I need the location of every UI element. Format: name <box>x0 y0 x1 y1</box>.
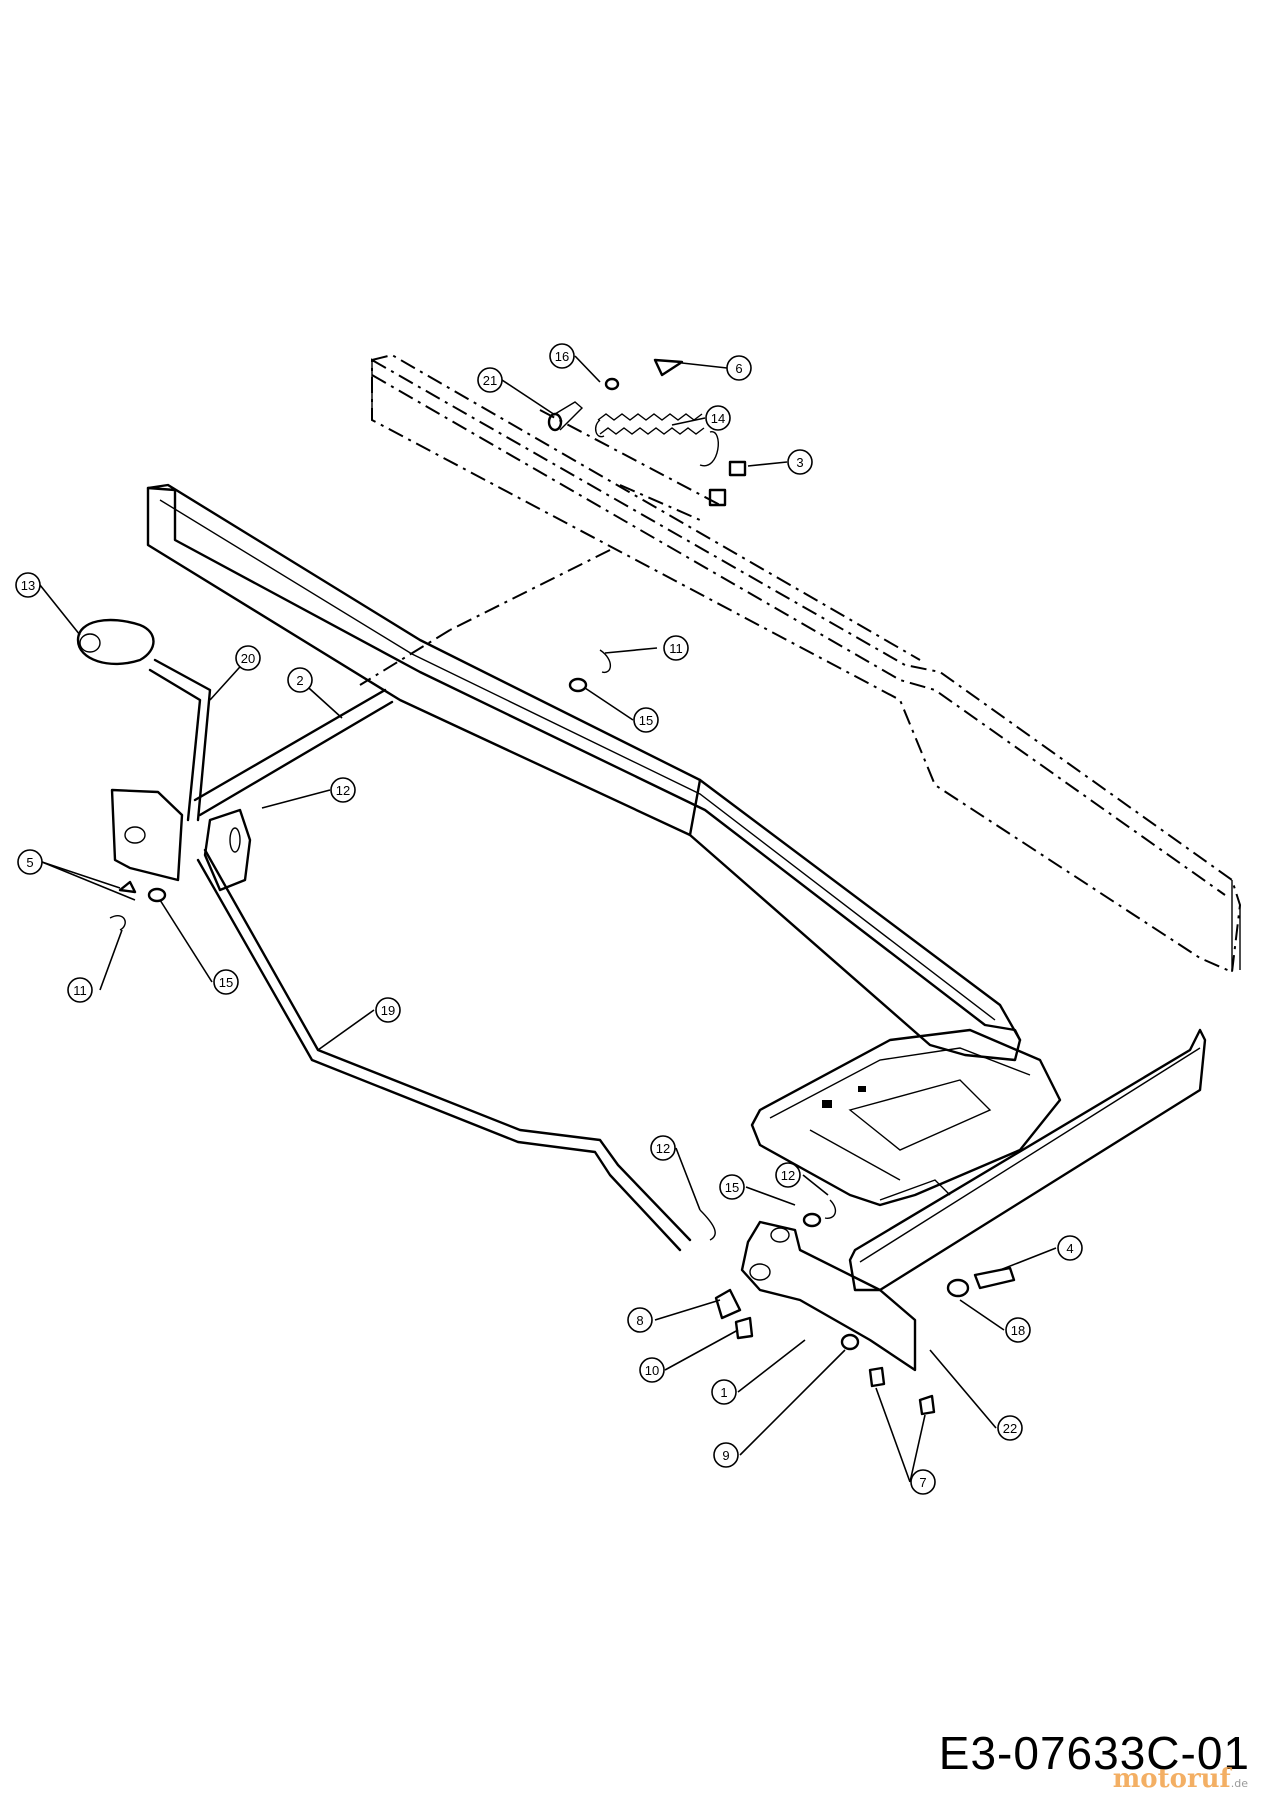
svg-text:4: 4 <box>1066 1241 1073 1256</box>
svg-text:12: 12 <box>656 1141 670 1156</box>
callout-8: 8 <box>627 1307 653 1333</box>
callout-19: 19 <box>375 997 401 1023</box>
callout-11b: 11 <box>67 977 93 1003</box>
callout-11a: 11 <box>663 635 689 661</box>
callout-18: 18 <box>1005 1317 1031 1343</box>
callout-21: 21 <box>477 367 503 393</box>
callout-20: 20 <box>235 645 261 671</box>
callout-10: 10 <box>639 1357 665 1383</box>
svg-text:13: 13 <box>21 578 35 593</box>
handle-20 <box>148 658 212 822</box>
callout-5: 5 <box>17 849 43 875</box>
callout-13: 13 <box>15 572 41 598</box>
callout-14: 14 <box>705 405 731 431</box>
spring-14 <box>594 413 719 467</box>
svg-text:6: 6 <box>735 361 742 376</box>
drawing-code: E3-07633C-01 <box>938 1727 1250 1779</box>
callout-6: 6 <box>726 355 752 381</box>
svg-text:3: 3 <box>796 455 803 470</box>
callout-12b: 12 <box>650 1135 676 1161</box>
svg-text:12: 12 <box>336 783 350 798</box>
callout-1: 1 <box>711 1379 737 1405</box>
bracket-left <box>110 788 252 892</box>
svg-text:11: 11 <box>669 641 683 656</box>
callout-15a: 15 <box>633 707 659 733</box>
svg-text:2: 2 <box>296 673 303 688</box>
callout-4: 4 <box>1057 1235 1083 1261</box>
small-hardware <box>109 358 1016 1416</box>
svg-text:22: 22 <box>1003 1421 1017 1436</box>
svg-text:12: 12 <box>781 1168 795 1183</box>
callout-3: 3 <box>787 449 813 475</box>
callout-15b: 15 <box>213 969 239 995</box>
callout-12a: 12 <box>330 777 356 803</box>
foot-plate-and-cross-rail <box>750 1028 1207 1292</box>
svg-text:11: 11 <box>73 983 87 998</box>
svg-text:9: 9 <box>722 1448 729 1463</box>
svg-text:15: 15 <box>639 713 653 728</box>
cross-member-phantom-lines <box>359 409 721 686</box>
callout-12c: 12 <box>775 1162 801 1188</box>
knob-13 <box>76 618 155 666</box>
svg-text:18: 18 <box>1011 1323 1025 1338</box>
svg-text:20: 20 <box>241 651 255 666</box>
rod-2 <box>193 688 394 817</box>
leader-lines <box>39 355 1057 1483</box>
callout-2: 2 <box>287 667 313 693</box>
svg-text:5: 5 <box>26 855 33 870</box>
svg-text:10: 10 <box>645 1363 659 1378</box>
lift-rod-19 <box>196 848 692 1252</box>
svg-text:7: 7 <box>919 1475 926 1490</box>
svg-text:15: 15 <box>725 1180 739 1195</box>
callout-7: 7 <box>910 1469 936 1495</box>
callout-15c: 15 <box>719 1174 745 1200</box>
svg-text:14: 14 <box>711 411 725 426</box>
svg-text:15: 15 <box>219 975 233 990</box>
watermark-tld: .de <box>1230 1777 1248 1790</box>
svg-text:8: 8 <box>636 1313 643 1328</box>
svg-text:21: 21 <box>483 373 497 388</box>
svg-text:1: 1 <box>720 1385 727 1400</box>
frame-rail-rear-phantom <box>371 353 1242 974</box>
callout-16: 16 <box>549 343 575 369</box>
watermark-logo: motoruf.de <box>1113 1764 1248 1794</box>
callout-9: 9 <box>713 1442 739 1468</box>
svg-text:16: 16 <box>555 349 569 364</box>
bracket-1 <box>740 1220 917 1372</box>
callout-22: 22 <box>997 1415 1023 1441</box>
svg-text:19: 19 <box>381 1003 395 1018</box>
watermark-text: motoruf <box>1112 1764 1231 1794</box>
frame-rail-front <box>146 483 1022 1062</box>
